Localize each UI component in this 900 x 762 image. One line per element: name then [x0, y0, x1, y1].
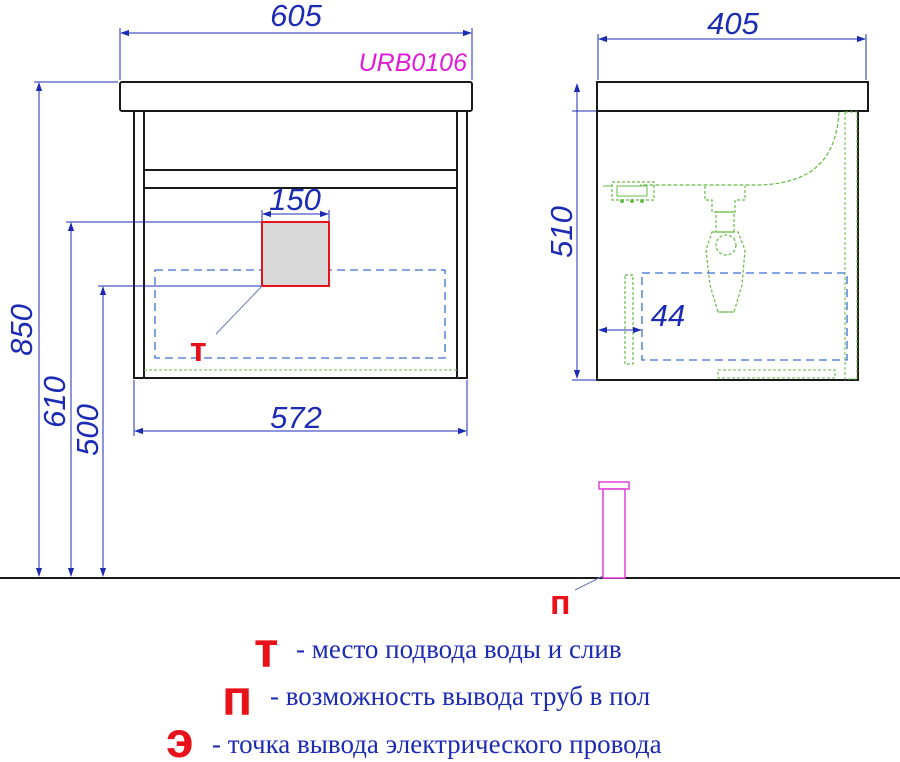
side-hidden-zone	[641, 272, 848, 361]
side-basin-bowl	[640, 111, 840, 186]
floor-pipe	[598, 481, 630, 579]
front-left-side	[133, 110, 145, 379]
dim-605: 605	[119, 0, 473, 80]
legend-marker: т	[254, 622, 279, 678]
dim-500-label: 500	[70, 404, 105, 456]
front-service-panel	[261, 221, 330, 287]
dim-44-label: 44	[651, 298, 685, 333]
side-drain-fitting	[603, 181, 655, 203]
front-panel-leader	[215, 285, 263, 335]
dim-572-label: 572	[270, 400, 322, 435]
legend-text: - возможность вывода труб в пол	[270, 681, 650, 711]
dim-500: 500	[70, 285, 261, 577]
dim-850-label: 850	[4, 304, 39, 356]
legend-item: э - точка вывода электрического провода	[166, 712, 662, 762]
side-siphon	[704, 186, 746, 313]
legend-marker: п	[222, 670, 252, 726]
floor-pipe-leader	[574, 575, 604, 591]
dim-610: 610	[37, 221, 261, 577]
dim-572: 572	[133, 380, 468, 436]
side-cabinet	[596, 110, 859, 381]
side-drawer-front	[624, 274, 634, 365]
dim-405: 405	[597, 6, 867, 80]
dim-610-label: 610	[37, 376, 72, 428]
side-view	[596, 81, 869, 381]
front-countertop	[119, 81, 473, 112]
dim-150-label: 150	[269, 182, 321, 217]
legend-item: п - возможность вывода труб в пол	[222, 670, 650, 726]
side-foot	[717, 369, 836, 379]
dim-405-label: 405	[707, 6, 759, 41]
legend-text: - точка вывода электрического провода	[212, 729, 662, 759]
sku-label: URB0106	[359, 49, 467, 77]
floor-marker-p: п	[550, 584, 571, 622]
front-right-side	[456, 110, 468, 379]
dim-605-label: 605	[270, 0, 322, 33]
legend-marker: э	[166, 712, 194, 762]
front-marker-t: т	[190, 331, 207, 369]
side-back-panel	[844, 111, 858, 380]
dim-510-label: 510	[544, 206, 579, 258]
legend: т - место подвода воды и слив п - возмож…	[166, 622, 662, 762]
front-shelf	[143, 169, 458, 189]
dim-510: 510	[544, 83, 596, 381]
dim-44: 44	[598, 298, 685, 334]
dim-150: 150	[261, 182, 330, 221]
legend-text: - место подвода воды и слив	[296, 634, 622, 664]
side-countertop	[596, 81, 869, 112]
dim-850: 850	[4, 81, 118, 577]
legend-item: т - место подвода воды и слив	[254, 622, 622, 678]
front-view: т	[119, 81, 473, 379]
